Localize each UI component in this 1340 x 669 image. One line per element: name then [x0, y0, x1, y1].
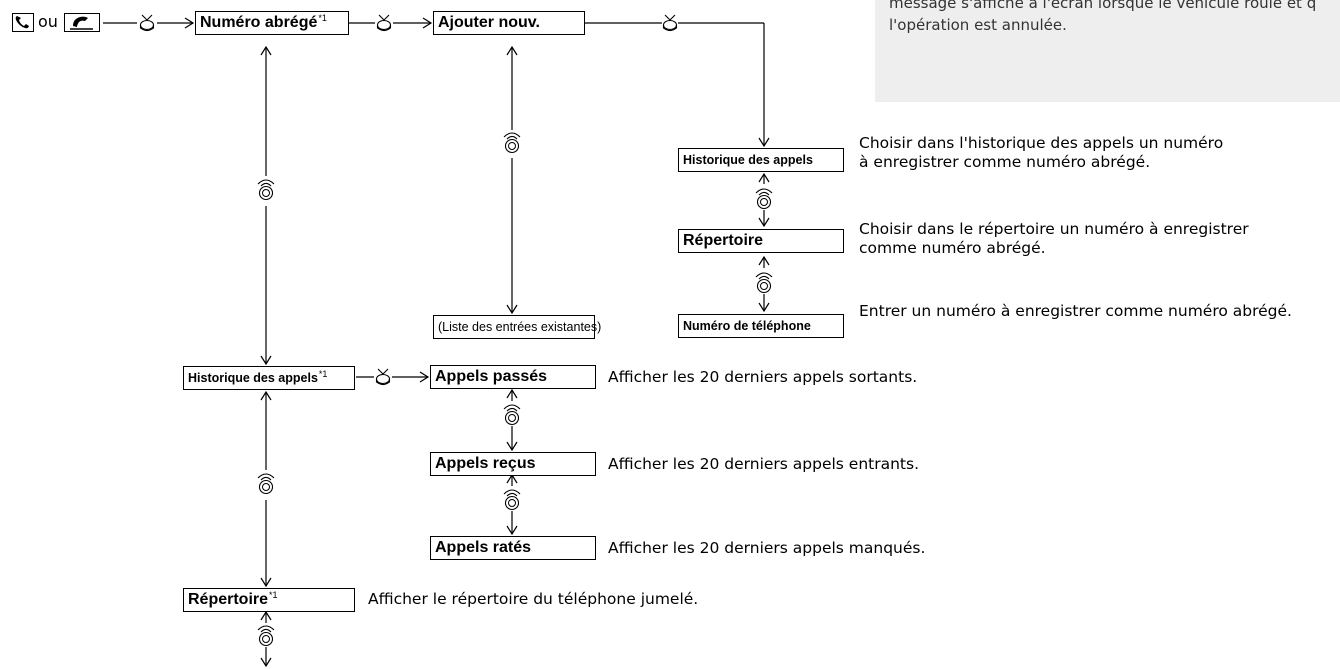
historique-appels-box[interactable]: Historique des appels*1 — [183, 366, 355, 390]
appels-passes-label: Appels passés — [435, 368, 548, 385]
numero-abrege-box[interactable]: Numéro abrégé*1 — [195, 11, 349, 35]
numero-telephone-box[interactable]: Numéro de téléphone — [678, 314, 844, 338]
rotate-knob-icon — [503, 132, 521, 154]
phone-handset-icon — [64, 13, 100, 32]
press-knob-icon — [376, 14, 392, 32]
appels-passes-description: Afficher les 20 derniers appels sortants… — [608, 368, 918, 386]
appels-rates-label: Appels ratés — [435, 539, 532, 556]
rotate-knob-icon — [257, 473, 275, 495]
liste-entrees-box: (Liste des entrées existantes) — [433, 315, 601, 339]
repertoire-sub-description: Choisir dans le répertoire un numéro à e… — [859, 220, 1249, 258]
ajouter-nouv-label: Ajouter nouv. — [438, 14, 540, 31]
repertoire-label: Répertoire — [188, 591, 269, 608]
footnote-marker: *1 — [269, 589, 278, 600]
rotate-knob-icon — [257, 179, 275, 201]
press-knob-icon — [375, 368, 391, 386]
appels-rates-box[interactable]: Appels ratés — [430, 536, 596, 560]
appels-passes-box[interactable]: Appels passés — [430, 365, 596, 389]
description-line: Choisir dans l'historique des appels un … — [859, 134, 1224, 152]
appels-recus-label: Appels reçus — [435, 455, 536, 472]
numero-abrege-label: Numéro abrégé — [200, 14, 318, 31]
numero-telephone-description: Entrer un numéro à enregistrer comme num… — [859, 302, 1292, 320]
ajouter-nouv-box[interactable]: Ajouter nouv. — [433, 11, 585, 35]
footnote-marker: *1 — [318, 12, 327, 23]
appels-recus-description: Afficher les 20 derniers appels entrants… — [608, 455, 920, 473]
description-line: comme numéro abrégé. — [859, 239, 1046, 257]
start-connector: ou — [38, 12, 58, 31]
historique-sub-description: Choisir dans l'historique des appels un … — [859, 134, 1223, 172]
press-knob-icon — [662, 14, 678, 32]
phone-icon — [12, 13, 34, 32]
historique-sub-box[interactable]: Historique des appels — [678, 148, 844, 172]
repertoire-box[interactable]: Répertoire*1 — [183, 588, 355, 612]
appels-recus-box[interactable]: Appels reçus — [430, 452, 596, 476]
note-text: message s'affiche à l'écran lorsque le v… — [889, 0, 1316, 36]
note-panel: message s'affiche à l'écran lorsque le v… — [875, 0, 1340, 102]
historique-appels-label: Historique des appels — [188, 371, 318, 385]
note-line-2: l'opération est annulée. — [889, 16, 1067, 34]
repertoire-sub-box[interactable]: Répertoire — [678, 229, 844, 253]
numero-telephone-label: Numéro de téléphone — [683, 319, 811, 333]
liste-entrees-label: (Liste des entrées existantes) — [438, 320, 602, 334]
description-line: Choisir dans le répertoire un numéro à e… — [859, 220, 1249, 238]
footnote-marker: *1 — [318, 368, 328, 379]
appels-rates-description: Afficher les 20 derniers appels manqués. — [608, 539, 926, 557]
repertoire-sub-label: Répertoire — [683, 232, 764, 249]
repertoire-description: Afficher le répertoire du téléphone jume… — [368, 590, 699, 608]
note-line-1: message s'affiche à l'écran lorsque le v… — [889, 0, 1317, 12]
historique-sub-label: Historique des appels — [683, 153, 813, 167]
press-knob-icon — [139, 14, 155, 32]
description-line: à enregistrer comme numéro abrégé. — [859, 153, 1151, 171]
